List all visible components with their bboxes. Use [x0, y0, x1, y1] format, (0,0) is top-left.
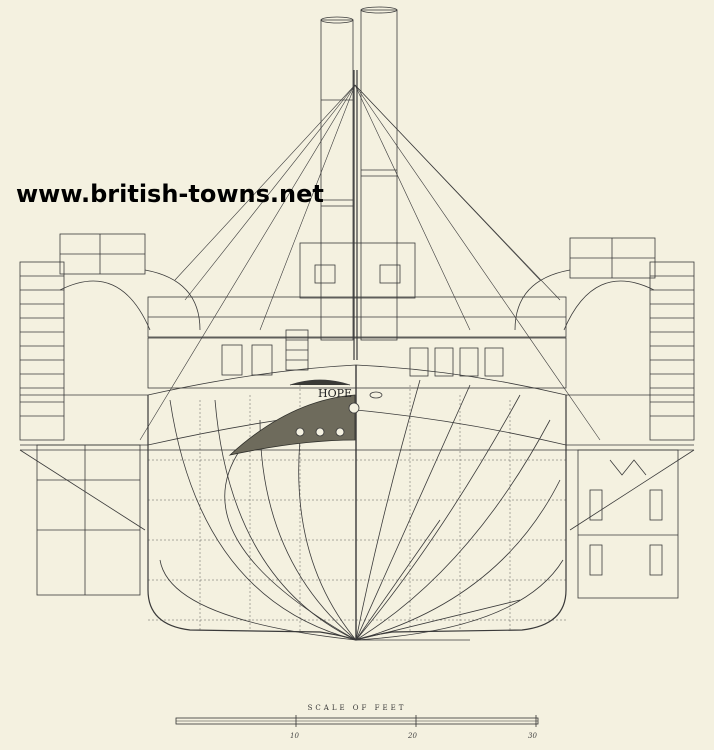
- stern-ornament: [228, 379, 360, 456]
- scale-tick-10: 10: [290, 732, 299, 740]
- scale-bar: [175, 715, 539, 727]
- scale-tick-30: 30: [528, 732, 537, 740]
- deck-structure: [147, 242, 567, 389]
- ship-name-label: HOPE: [318, 387, 352, 400]
- funnels: [320, 6, 398, 360]
- paddle-box-left: [19, 233, 201, 596]
- scale-tick-20: 20: [408, 732, 417, 740]
- rigging-stays: [139, 84, 601, 441]
- paddle-box-right: [514, 237, 695, 599]
- watermark-text: www.british-towns.net: [16, 180, 324, 208]
- scale-title: SCALE OF FEET: [307, 704, 407, 712]
